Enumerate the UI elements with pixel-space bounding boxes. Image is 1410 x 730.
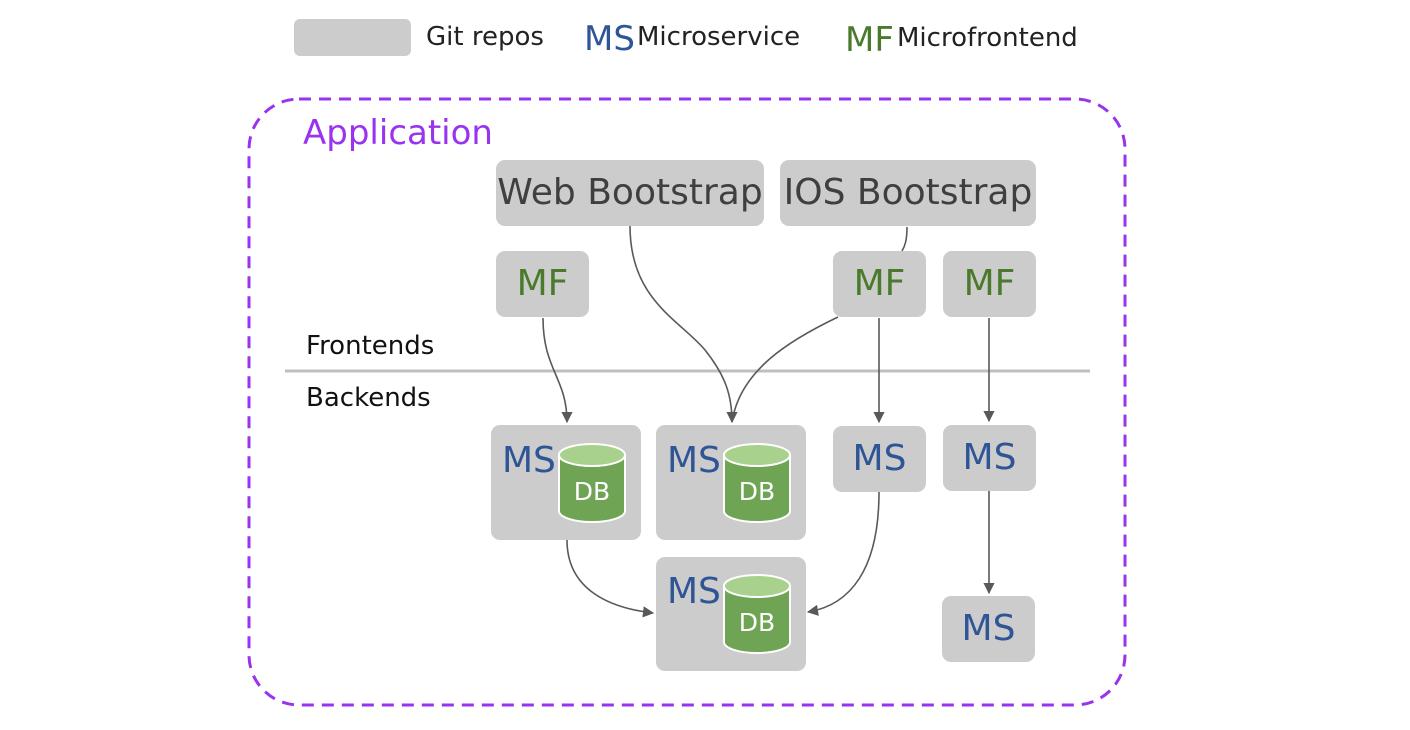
legend-git-repo-swatch xyxy=(294,19,411,56)
microfrontend-repo: MF xyxy=(943,251,1036,317)
microservice-repo: MS xyxy=(943,425,1036,491)
database-icon: DB xyxy=(558,443,626,523)
edge-ms3-to-ms5 xyxy=(806,491,880,616)
edge-mf1-to-ms1 xyxy=(542,317,573,424)
database-icon: DB xyxy=(723,574,791,654)
legend-mf-abbr: MF xyxy=(845,20,894,60)
edge-web-bootstrap-to-ms2 xyxy=(629,225,738,424)
application-title: Application xyxy=(303,113,493,153)
application-boundary xyxy=(247,97,1127,707)
microfrontend-label: MF xyxy=(853,263,906,304)
microservice-repo: MS xyxy=(833,426,926,492)
microservice-label: MS xyxy=(962,437,1017,478)
frontends-section-label: Frontends xyxy=(306,331,435,361)
database-icon: DB xyxy=(723,443,791,523)
database-label: DB xyxy=(738,477,776,506)
web-bootstrap-label: Web Bootstrap xyxy=(497,172,763,213)
microfrontend-repo: MF xyxy=(833,251,926,317)
legend-microservice-label: Microservice xyxy=(637,22,801,52)
microfrontend-label: MF xyxy=(963,263,1016,304)
edge-ms1-to-ms5 xyxy=(566,539,655,618)
microservice-repo: MS xyxy=(942,596,1035,662)
ios-bootstrap-repo: IOS Bootstrap xyxy=(780,160,1036,226)
edge-ios-bootstrap-to-mf2 xyxy=(901,226,908,252)
ios-bootstrap-label: IOS Bootstrap xyxy=(783,172,1033,213)
microservice-label: MS xyxy=(667,571,721,612)
legend-git-repos-label: Git repos xyxy=(426,22,544,52)
legend-microfrontend-label: Microfrontend xyxy=(897,23,1078,53)
legend-ms-abbr: MS xyxy=(584,19,635,59)
microservice-label: MS xyxy=(502,440,556,481)
web-bootstrap-repo: Web Bootstrap xyxy=(496,160,764,226)
microservice-label: MS xyxy=(961,608,1016,649)
database-label: DB xyxy=(573,477,611,506)
database-label: DB xyxy=(738,608,776,637)
edge-mf2-to-ms2 xyxy=(731,316,839,423)
microservice-label: MS xyxy=(852,438,907,479)
backends-section-label: Backends xyxy=(306,383,431,413)
microfrontend-repo: MF xyxy=(496,251,589,317)
microfrontend-label: MF xyxy=(516,263,569,304)
microservice-repo: MS DB xyxy=(491,425,641,540)
microservice-repo: MS DB xyxy=(656,425,806,540)
microservice-repo: MS DB xyxy=(656,557,806,671)
microservice-label: MS xyxy=(667,440,721,481)
